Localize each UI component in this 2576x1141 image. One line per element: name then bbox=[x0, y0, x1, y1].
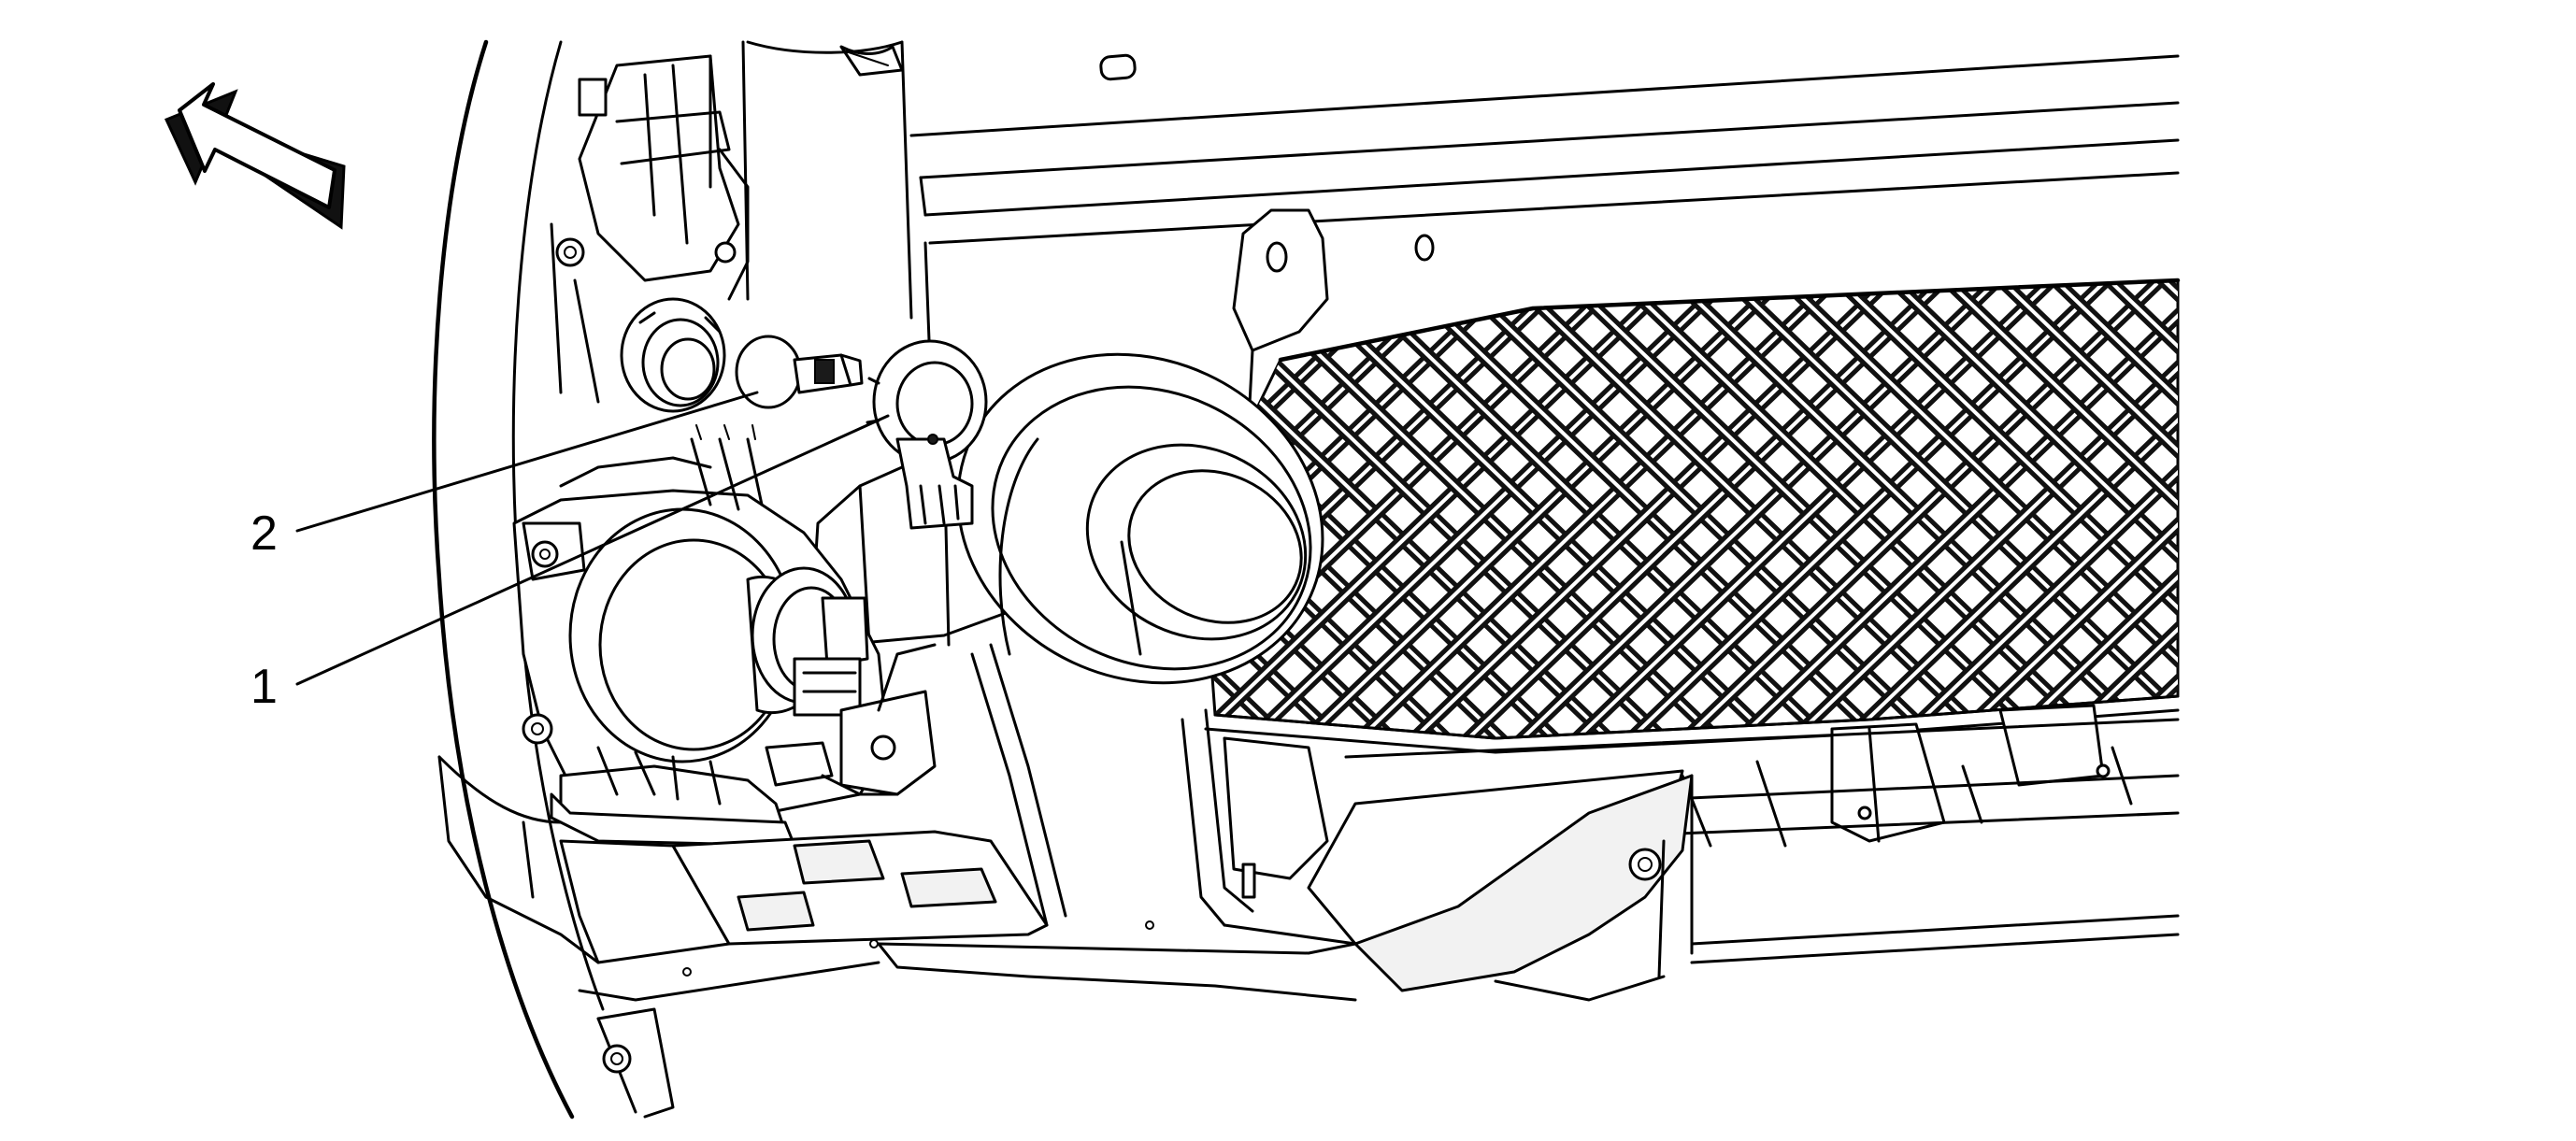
lower-fascia-panel bbox=[437, 643, 1154, 1119]
grille-mesh-strand bbox=[1201, 280, 1314, 738]
grille-mesh-strand bbox=[2469, 262, 2576, 766]
grille-mesh-strand bbox=[2198, 262, 2576, 766]
grille-mesh-strand bbox=[1709, 280, 2178, 738]
fog-lamp-bulb-socket bbox=[866, 339, 988, 530]
grille-mesh-strand bbox=[1383, 280, 1911, 738]
grille-mesh-strand bbox=[2361, 262, 2576, 766]
grille-mesh-strand bbox=[2307, 262, 2576, 766]
grille-mesh-strand bbox=[2415, 262, 2576, 766]
fog-lamp-bulb bbox=[735, 335, 864, 409]
grille-mesh-strand bbox=[2469, 262, 2576, 766]
grille-mesh-strand bbox=[1871, 280, 2178, 738]
grille-mesh-strand bbox=[2253, 262, 2576, 766]
grille-mesh-strand bbox=[2253, 262, 2576, 766]
forward-direction-arrow-icon bbox=[164, 82, 346, 230]
grille-mesh-strand bbox=[2253, 262, 2576, 766]
grille-mesh-strand bbox=[2361, 262, 2576, 766]
grille-mesh-strand bbox=[2415, 262, 2576, 766]
grille-mesh-strand bbox=[1925, 280, 2178, 738]
grille-mesh-strand bbox=[2253, 262, 2576, 766]
air-intake-duct bbox=[811, 352, 1324, 685]
grille-mesh-strand bbox=[2524, 262, 2576, 766]
callout-1-label: 1 bbox=[250, 660, 278, 714]
grille-mesh-strand bbox=[2034, 280, 2178, 738]
grille-mesh-strand bbox=[2415, 262, 2576, 766]
grille-mesh-strand bbox=[2142, 280, 2178, 738]
grille-mesh-strand bbox=[2088, 280, 2178, 738]
grille-mesh-strand bbox=[2524, 262, 2576, 766]
grille-mesh-strand bbox=[2469, 262, 2576, 766]
grille-mesh-strand bbox=[2142, 280, 2178, 738]
grille-mesh-strand bbox=[1201, 280, 1694, 738]
grille-mesh-strand bbox=[1275, 280, 1802, 738]
grille-mesh-strand bbox=[2469, 262, 2576, 766]
lower-grille-supports bbox=[1223, 704, 2180, 880]
grille-mesh-strand bbox=[1600, 280, 2127, 738]
grille-mesh-strand bbox=[1201, 280, 1368, 738]
grille-mesh-strand bbox=[1201, 280, 1423, 738]
grille-mesh-strand bbox=[1980, 280, 2178, 738]
grille-mesh-strand bbox=[2361, 262, 2576, 766]
fog-lamp-socket-receptacle bbox=[620, 297, 726, 413]
grille-mesh-strand bbox=[1817, 280, 2178, 738]
grille-mesh-strand bbox=[1438, 280, 1965, 738]
grille-mesh-strand bbox=[2198, 262, 2576, 766]
fog-lamp-assembly bbox=[512, 424, 890, 815]
grille-mesh-strand bbox=[1925, 280, 2178, 738]
grille-mesh bbox=[1199, 262, 2576, 766]
callout-2-leader bbox=[295, 391, 759, 533]
grille-mesh-strand bbox=[2140, 280, 2178, 738]
grille-mesh-strand bbox=[2198, 262, 2576, 766]
callout-2-label: 2 bbox=[250, 506, 278, 561]
grille-mesh-strand bbox=[1492, 280, 2019, 738]
fog-lamp-lower-bracket bbox=[550, 643, 937, 848]
grille-mesh-strand bbox=[1546, 280, 2073, 738]
headlamp-housing-bracket bbox=[550, 54, 750, 404]
grille-mesh-strand bbox=[1763, 280, 2178, 738]
grille-mesh-strand bbox=[2524, 262, 2576, 766]
grille-mesh-strand bbox=[1654, 280, 2178, 738]
grille-mesh-strand bbox=[2307, 262, 2576, 766]
grille-mesh-strand bbox=[2361, 262, 2576, 766]
grille-mesh-strand bbox=[2524, 262, 2576, 766]
grille-mesh-strand bbox=[2415, 262, 2576, 766]
grille-mesh-strand bbox=[1329, 280, 1856, 738]
grille-mesh-strand bbox=[2198, 262, 2576, 766]
grille-mesh-strand bbox=[2307, 262, 2576, 766]
fascia-trim-ribs bbox=[1181, 708, 1357, 946]
grille-mesh-strand bbox=[2140, 280, 2178, 738]
grille-mesh-strand bbox=[1980, 280, 2178, 738]
grille-mesh-strand bbox=[1221, 280, 1748, 738]
grille-mesh-strand bbox=[2088, 280, 2178, 738]
grille-mesh-strand bbox=[2307, 262, 2576, 766]
upper-support-pillar bbox=[741, 40, 913, 320]
grille-mesh-strand bbox=[2034, 280, 2178, 738]
callout-leader-lines bbox=[295, 391, 890, 686]
callout-1-leader bbox=[295, 414, 890, 686]
lower-air-deflector bbox=[877, 769, 2180, 1002]
